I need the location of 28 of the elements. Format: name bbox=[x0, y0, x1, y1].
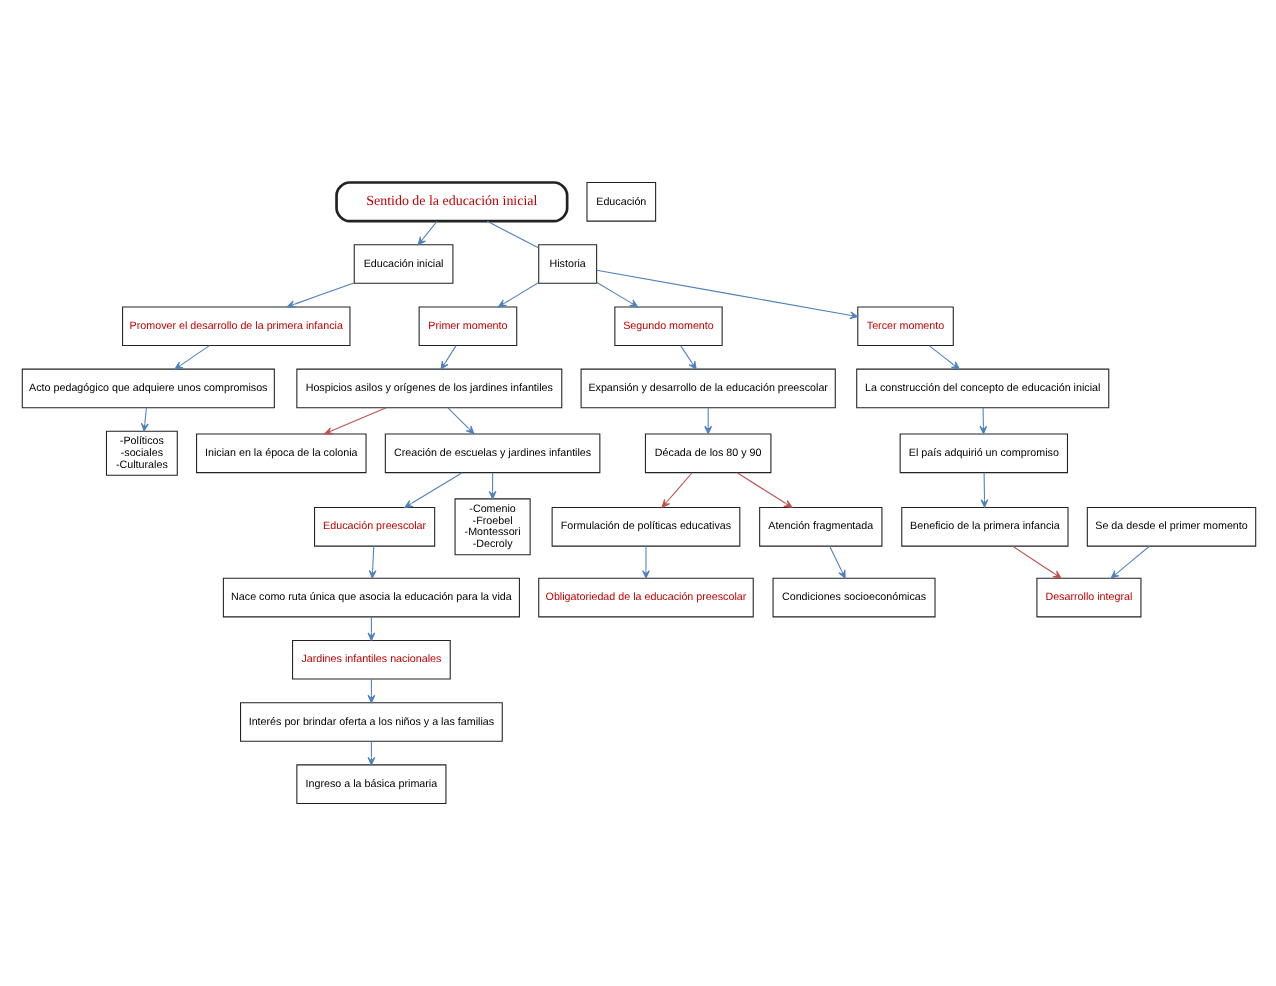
arrow bbox=[323, 407, 386, 435]
arrow bbox=[366, 616, 375, 641]
arrow bbox=[1011, 545, 1061, 579]
arrow bbox=[660, 472, 692, 508]
arrow bbox=[439, 345, 456, 370]
arrow bbox=[595, 269, 858, 320]
arrow bbox=[403, 472, 462, 508]
arrow bbox=[496, 282, 538, 308]
arrow bbox=[367, 545, 376, 579]
arrow bbox=[139, 407, 148, 432]
arrow bbox=[285, 282, 354, 308]
arrow bbox=[828, 545, 845, 579]
arrow bbox=[366, 740, 375, 766]
arrow bbox=[927, 345, 959, 370]
arrow bbox=[366, 678, 375, 704]
arrow bbox=[978, 407, 987, 435]
arrow bbox=[735, 472, 792, 508]
arrow bbox=[446, 407, 474, 435]
arrow bbox=[679, 345, 696, 370]
arrow bbox=[979, 472, 988, 508]
arrow bbox=[641, 545, 649, 579]
connector bbox=[485, 220, 538, 249]
arrow bbox=[595, 281, 638, 308]
arrow bbox=[1109, 545, 1149, 579]
arrow bbox=[416, 220, 437, 246]
arrow bbox=[173, 345, 209, 370]
arrow bbox=[703, 407, 712, 435]
arrow bbox=[487, 472, 496, 500]
